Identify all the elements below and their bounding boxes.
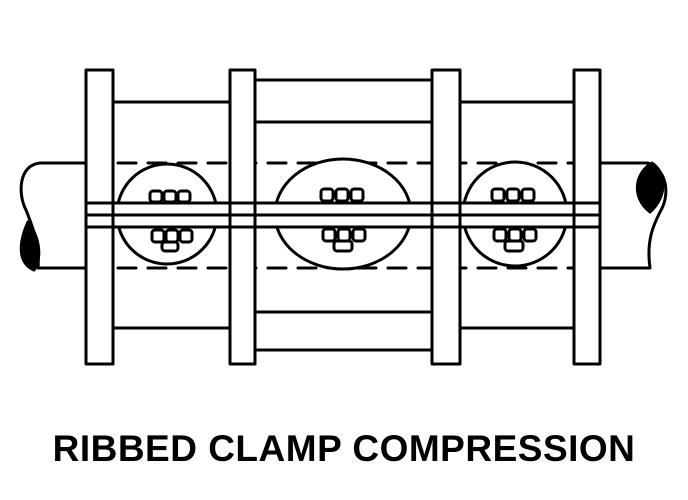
bar-1 bbox=[84, 68, 115, 366]
nut-group-right bbox=[490, 187, 538, 253]
vertical-bars bbox=[84, 68, 602, 366]
rib-set bbox=[111, 78, 576, 352]
pipe-left-end bbox=[19, 161, 90, 272]
rod-over-bars bbox=[84, 201, 602, 229]
nut-group-center bbox=[319, 187, 367, 253]
bar-3 bbox=[430, 68, 462, 366]
pipe-right-end bbox=[598, 161, 668, 270]
figure-caption: RIBBED CLAMP COMPRESSION bbox=[52, 428, 636, 469]
nut-group-left bbox=[148, 189, 194, 253]
bar-4 bbox=[572, 68, 602, 366]
bar-2 bbox=[228, 68, 257, 366]
